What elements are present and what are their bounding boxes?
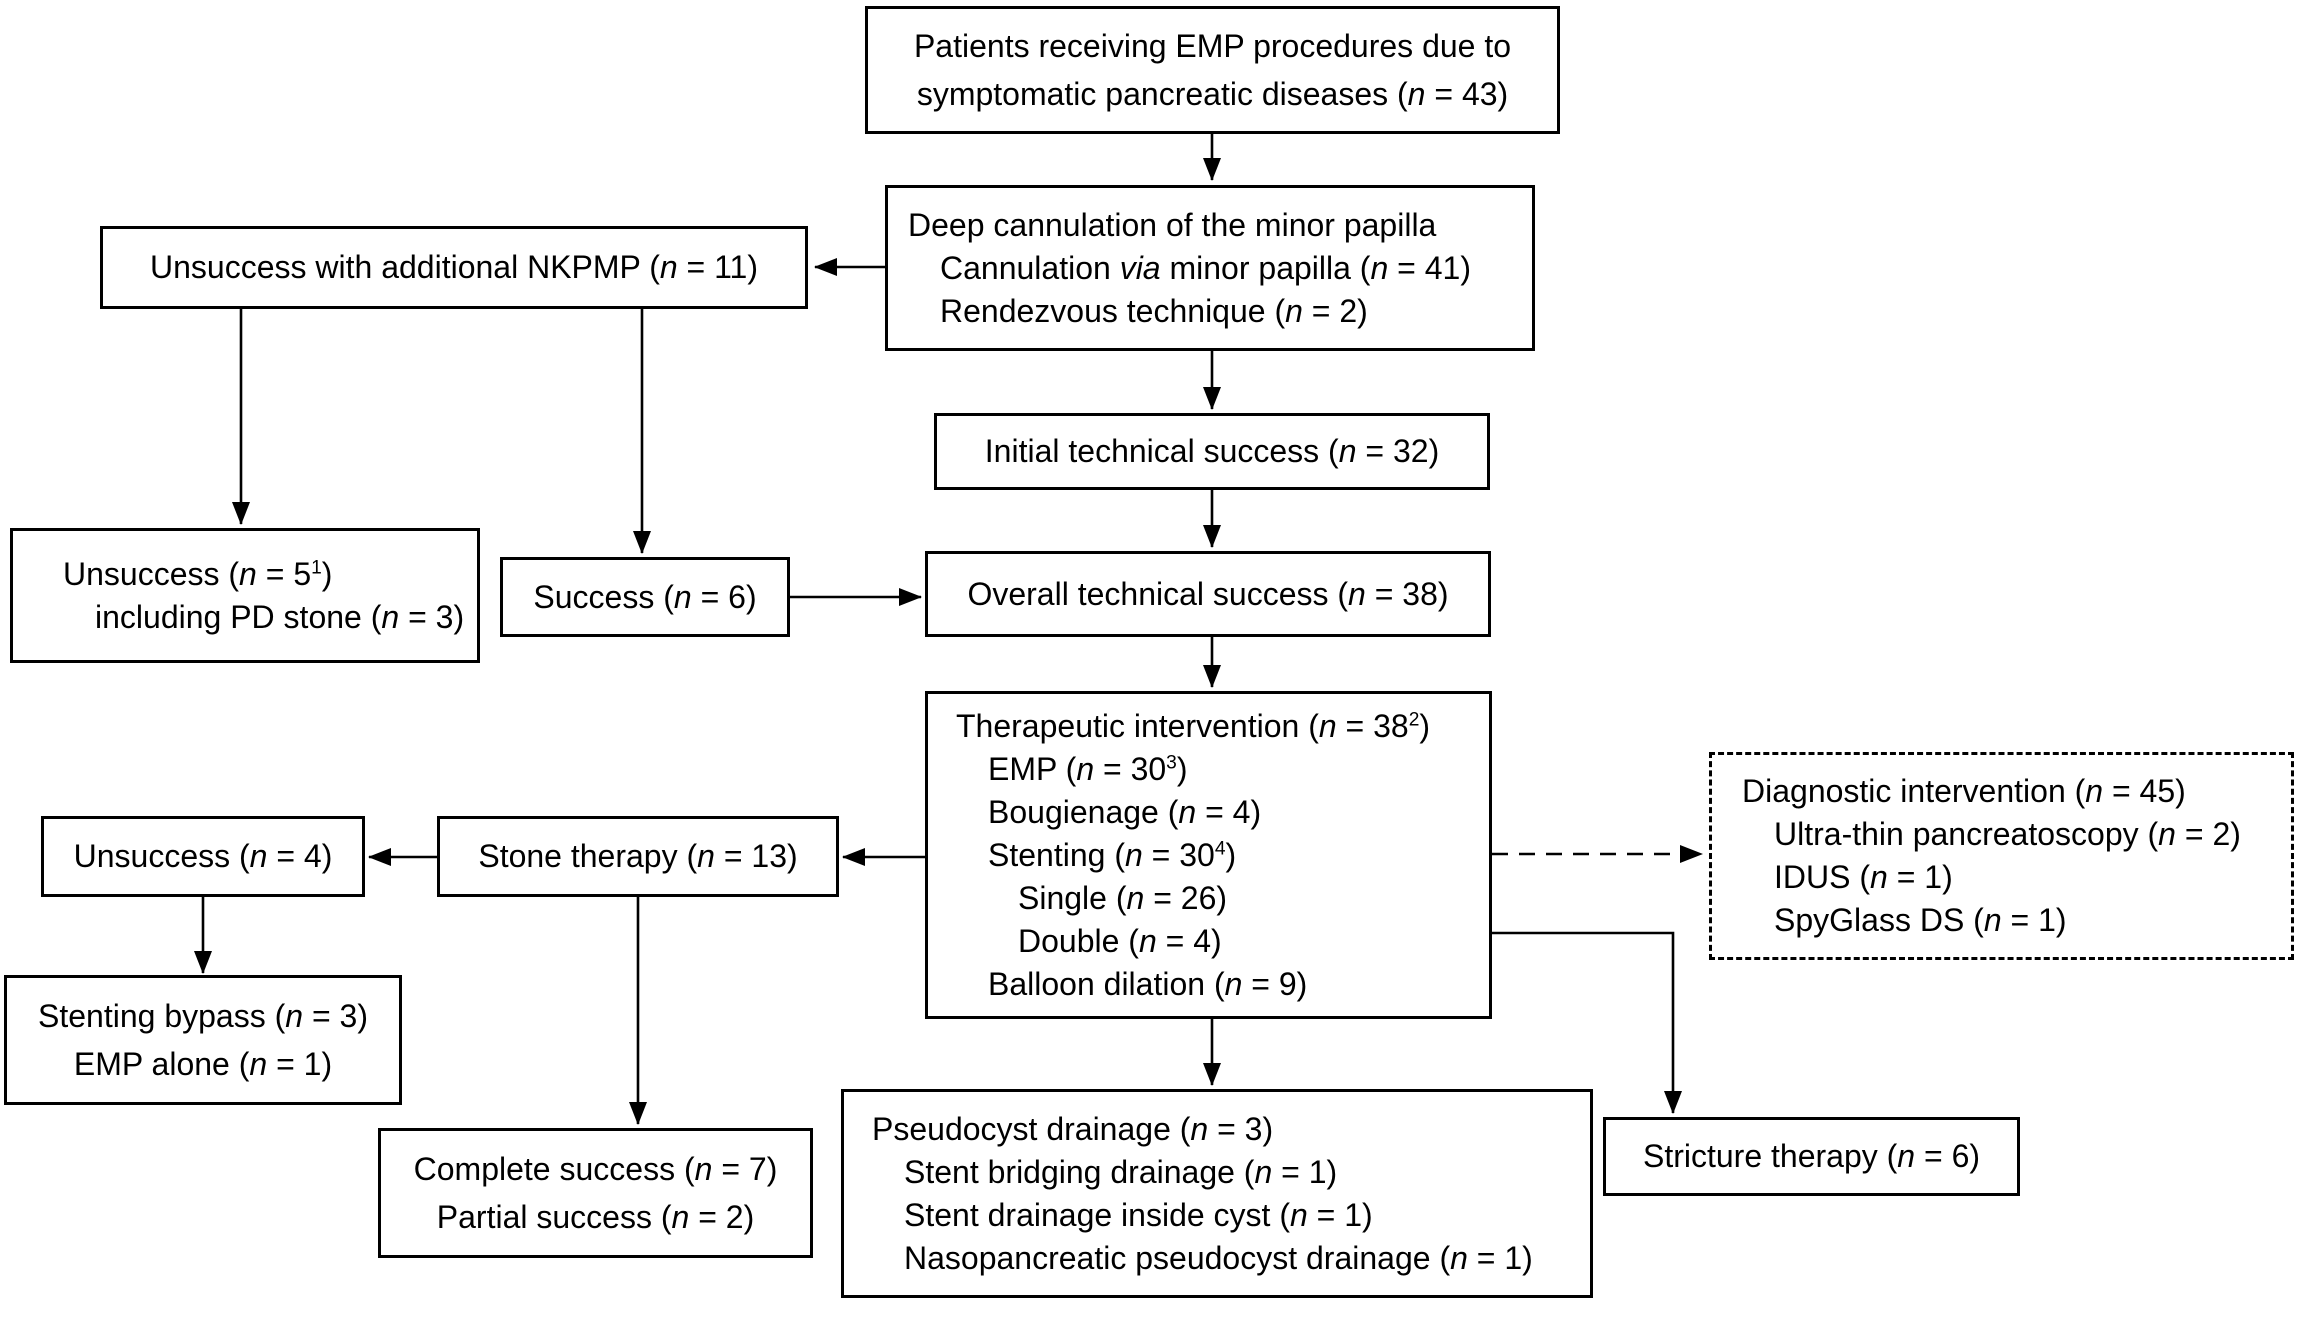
node-line: Therapeutic intervention (n = 382) xyxy=(956,707,1431,744)
connector-therapeutic-stricture xyxy=(1492,931,1682,1114)
node-line: Stone therapy (n = 13) xyxy=(478,838,798,874)
node-line: Stricture therapy (n = 6) xyxy=(1642,1138,1981,1174)
node-line: Diagnostic intervention (n = 45) xyxy=(1742,773,2186,809)
node-line: including PD stone (n = 3) xyxy=(95,598,465,635)
node-stricture-therapy: Stricture therapy (n = 6) xyxy=(1603,1117,2020,1196)
node-line: IDUS (n = 1) xyxy=(1774,859,1953,895)
node-line: Deep cannulation of the minor papilla xyxy=(908,206,1437,243)
node-line: Patients receiving EMP procedures due to xyxy=(913,28,1512,64)
node-stone-therapy: Stone therapy (n = 13) xyxy=(437,816,839,897)
node-line: Stenting bypass (n = 3) xyxy=(38,998,368,1034)
node-line: Complete success (n = 7) xyxy=(413,1151,778,1187)
node-stenting-bypass: Stenting bypass (n = 3) EMP alone (n = 1… xyxy=(4,975,402,1105)
node-line: Stenting (n = 304) xyxy=(988,836,1237,873)
node-line: Pseudocyst drainage (n = 3) xyxy=(872,1110,1274,1147)
node-line: EMP alone (n = 1) xyxy=(73,1046,333,1082)
node-line: Unsuccess (n = 51) xyxy=(63,555,333,592)
node-nkpmp: Unsuccess with additional NKPMP (n = 11) xyxy=(100,226,808,309)
node-patients: Patients receiving EMP procedures due to… xyxy=(865,6,1560,134)
node-line: Rendezvous technique (n = 2) xyxy=(940,292,1368,329)
node-line: Balloon dilation (n = 9) xyxy=(988,965,1308,1002)
node-line: Stent drainage inside cyst (n = 1) xyxy=(904,1196,1373,1233)
node-complete-success: Complete success (n = 7) Partial success… xyxy=(378,1128,813,1258)
node-line: Unsuccess with additional NKPMP (n = 11) xyxy=(150,249,758,285)
node-diagnostic-intervention: Diagnostic intervention (n = 45) Ultra-t… xyxy=(1709,752,2294,960)
node-line: Overall technical success (n = 38) xyxy=(967,575,1449,612)
node-line: Cannulation via minor papilla (n = 41) xyxy=(940,249,1471,286)
node-line: EMP (n = 303) xyxy=(988,750,1188,787)
node-line: Nasopancreatic pseudocyst drainage (n = … xyxy=(904,1239,1533,1276)
node-line: symptomatic pancreatic diseases (n = 43) xyxy=(916,76,1509,112)
node-unsuccess-5: Unsuccess (n = 51) including PD stone (n… xyxy=(10,528,480,663)
node-line: Bougienage (n = 4) xyxy=(988,793,1262,830)
node-overall-success: Overall technical success (n = 38) xyxy=(925,551,1491,637)
node-line: Double (n = 4) xyxy=(1018,922,1222,959)
node-line: SpyGlass DS (n = 1) xyxy=(1774,902,2067,938)
node-success-6: Success (n = 6) xyxy=(500,557,790,637)
node-pseudocyst-drainage: Pseudocyst drainage (n = 3) Stent bridgi… xyxy=(841,1089,1593,1298)
node-unsuccess-4: Unsuccess (n = 4) xyxy=(41,816,365,897)
node-line: Ultra-thin pancreatoscopy (n = 2) xyxy=(1774,816,2241,852)
node-line: Unsuccess (n = 4) xyxy=(73,838,333,874)
node-line: Success (n = 6) xyxy=(533,578,757,615)
node-line: Stent bridging drainage (n = 1) xyxy=(904,1153,1338,1190)
node-line: Partial success (n = 2) xyxy=(436,1199,755,1235)
node-initial-success: Initial technical success (n = 32) xyxy=(934,413,1490,490)
node-therapeutic-intervention: Therapeutic intervention (n = 382) EMP (… xyxy=(925,691,1492,1019)
node-deep-cannulation: Deep cannulation of the minor papilla Ca… xyxy=(885,185,1535,351)
node-line: Single (n = 26) xyxy=(1018,879,1228,916)
node-line: Initial technical success (n = 32) xyxy=(984,433,1440,469)
